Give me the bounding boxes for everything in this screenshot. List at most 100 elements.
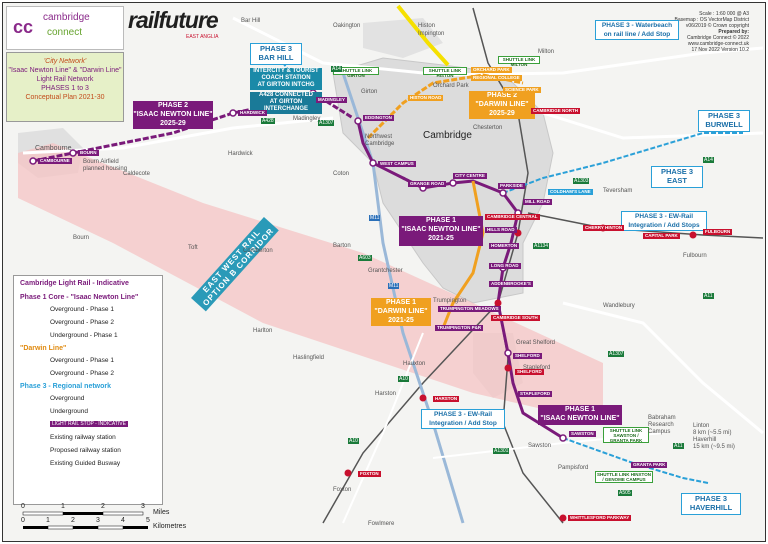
town-stapleford: Stapleford xyxy=(523,365,551,371)
station-cambridge-south xyxy=(494,299,502,307)
town-chesterton: Chesterton xyxy=(473,125,503,131)
town-hauxton: Hauxton xyxy=(403,361,426,367)
stop-label-granta-park: GRANTA PARK xyxy=(631,462,668,468)
phase1-isaac-newton-box: PHASE 1 "ISAAC NEWTON LINE" 2021-25 xyxy=(399,216,483,246)
town-teversham: Teversham xyxy=(603,188,633,194)
stop-label-sawston: SAWSTON xyxy=(569,431,596,437)
scale-tick-km-3: 3 xyxy=(96,517,100,524)
station-fulbourn xyxy=(689,231,697,239)
a14-road xyxy=(232,16,764,77)
guided-busway xyxy=(396,4,450,67)
p3-haverhill-line-1: PHASE 3 xyxy=(694,494,728,503)
stop-label-west-campus: WEST CAMPUS xyxy=(378,161,416,167)
station-label-whittlesford: WHITTLESFORD PARKWAY xyxy=(568,515,632,521)
legend-existing-station: Existing railway station xyxy=(50,434,116,441)
legend-dov2: Overground - Phase 2 xyxy=(50,370,114,377)
stop-label-parkside: PARKSIDE xyxy=(498,183,525,189)
regional-line-east xyxy=(502,132,743,194)
stop-label-long-road: LONG ROAD xyxy=(489,263,521,269)
stop-label-hills-road: HILLS ROAD xyxy=(485,227,517,233)
a11-road xyxy=(562,301,764,435)
legend-title: Cambridge Light Rail - Indicative xyxy=(20,280,129,287)
legend-ov1: Overground - Phase 1 xyxy=(50,306,114,313)
town-orchard-park: Orchard Park xyxy=(433,83,469,89)
shuttle-histon: SHUTTLE LINK HISTON xyxy=(423,67,467,78)
road-label-a1307: A1307 xyxy=(318,120,335,126)
town-coton: Coton xyxy=(333,171,350,177)
stop-marker-eddington xyxy=(354,117,362,125)
p2-isaac-line-2: "ISAAC NEWTON LINE" xyxy=(133,111,213,118)
stop-label-grange-road: GRANGE ROAD xyxy=(408,181,447,187)
p3-burwell-line-2: BURWELL xyxy=(705,120,743,129)
scale-tick-km-5: 5 xyxy=(146,517,150,524)
p3-ewrail-east-line-2: Integration / Add Stops xyxy=(628,222,700,229)
town-babraham-2: Research xyxy=(648,422,674,428)
map-info-block: Scale : 1:60 000 @ A3 Basemap : OS Vecto… xyxy=(639,11,749,53)
logo-name-2: connect xyxy=(47,27,83,38)
station-label-foxton: FOXTON xyxy=(358,471,381,477)
scale-miles-label: Miles xyxy=(153,509,170,516)
intercity-coach-box: INTERCITY & TOURIST COACH STATION AT GIR… xyxy=(250,68,322,90)
phase3-waterbeach-box: PHASE 3 - Waterbeach on rail line / Add … xyxy=(595,20,679,40)
town-babraham-1: Babraham xyxy=(648,415,676,421)
road-label-a14-west: A14 xyxy=(331,66,342,72)
rail-line-sw xyxy=(322,302,499,524)
shuttle-genome-2: / GENOME CAMPUS xyxy=(602,477,646,482)
town-wandlebury: Wandlebury xyxy=(603,303,635,309)
regional-line-haverhill xyxy=(562,437,709,484)
stop-label-city-centre: CITY CENTRE xyxy=(453,173,487,179)
road-label-a11-north: A11 xyxy=(703,293,714,299)
scale-tick-mi-2: 2 xyxy=(101,503,105,510)
p3-haverhill-line-2: HAVERHILL xyxy=(689,503,733,512)
road-label-m11-south: M11 xyxy=(388,283,400,289)
logo-name-1: cambridge xyxy=(43,12,90,23)
p1-isaac-line-2: "ISAAC NEWTON LINE" xyxy=(401,226,481,233)
p3-ewrail-south-line-2: Integration / Add Stop xyxy=(429,420,497,427)
info-author: Cambridge Connect © 2022 xyxy=(686,35,749,41)
city-label-cambridge: Cambridge xyxy=(423,130,472,141)
station-harston xyxy=(419,394,427,402)
scale-km-label: Kilometres xyxy=(153,523,187,530)
p3-ewrail-south-line-1: PHASE 3 - EW-Rail xyxy=(433,411,493,418)
stop-label-biomedical: ADDENBROOKE'S xyxy=(489,281,533,287)
town-trumpington: Trumpington xyxy=(433,298,467,304)
info-url: www.cambridge-connect.uk xyxy=(687,41,749,47)
p2-darwin-line-3: 2025-29 xyxy=(489,110,515,117)
town-impington: Impington xyxy=(418,31,445,37)
scale-tick-mi-1: 1 xyxy=(61,503,65,510)
stop-label-eddington: EDDINGTON xyxy=(363,115,394,121)
legend-darwin: "Darwin Line" xyxy=(20,345,67,352)
road-label-a1134: A1134 xyxy=(533,243,550,249)
title-line-3: Light Rail Network xyxy=(36,76,94,83)
stop-label-trumpington-meadows: TRUMPINGTON MEADOWS xyxy=(438,306,501,312)
title-line-2: "Isaac Newton Line" & "Darwin Line" xyxy=(8,67,122,74)
logo-mark: cc xyxy=(13,17,34,37)
town-oakington: Oakington xyxy=(333,23,361,29)
stop-marker-hardwick xyxy=(229,109,237,117)
road-label-a603: A603 xyxy=(358,255,372,261)
station-label-fulbourn: FULBOURN xyxy=(703,229,733,235)
town-foxton: Foxton xyxy=(333,487,352,493)
p1-isaac-line-1: PHASE 1 xyxy=(426,217,456,224)
p1-darwin-line-3: 2021-25 xyxy=(388,317,414,324)
phase3-barhill-box: PHASE 3 BAR HILL xyxy=(250,43,302,65)
p1-isaac-south-line-2: "ISAAC NEWTON LINE" xyxy=(540,415,620,422)
a428-line-1: A428 CONNECTED xyxy=(258,92,313,98)
phase3-barhill-line-1: PHASE 3 xyxy=(259,44,293,53)
p2-darwin-line-2: "DARWIN LINE" xyxy=(475,101,529,108)
info-version: 17 Nov 2022 Version 10.2 xyxy=(691,47,749,53)
stop-label-orchard-park: ORCHARD PARK xyxy=(471,67,512,73)
phase2-darwin-box: PHASE 2 "DARWIN LINE" 2025-29 xyxy=(469,91,535,119)
p3-waterbeach-line-1: PHASE 3 - Waterbeach xyxy=(601,22,673,29)
town-girton: Girton xyxy=(361,89,378,95)
stop-label-cambourne: CAMBOURNE xyxy=(38,158,72,164)
stop-label-histon-road: HISTON ROAD xyxy=(408,95,444,101)
town-bourn: Bourn xyxy=(73,235,90,241)
scale-tick-km-2: 2 xyxy=(71,517,75,524)
town-caldecote: Caldecote xyxy=(123,171,151,177)
p1-isaac-south-line-1: PHASE 1 xyxy=(565,406,595,413)
stop-label-madingley: MADINGLEY xyxy=(316,97,347,103)
town-milton: Milton xyxy=(538,49,555,55)
a14-road-2 xyxy=(542,111,764,140)
